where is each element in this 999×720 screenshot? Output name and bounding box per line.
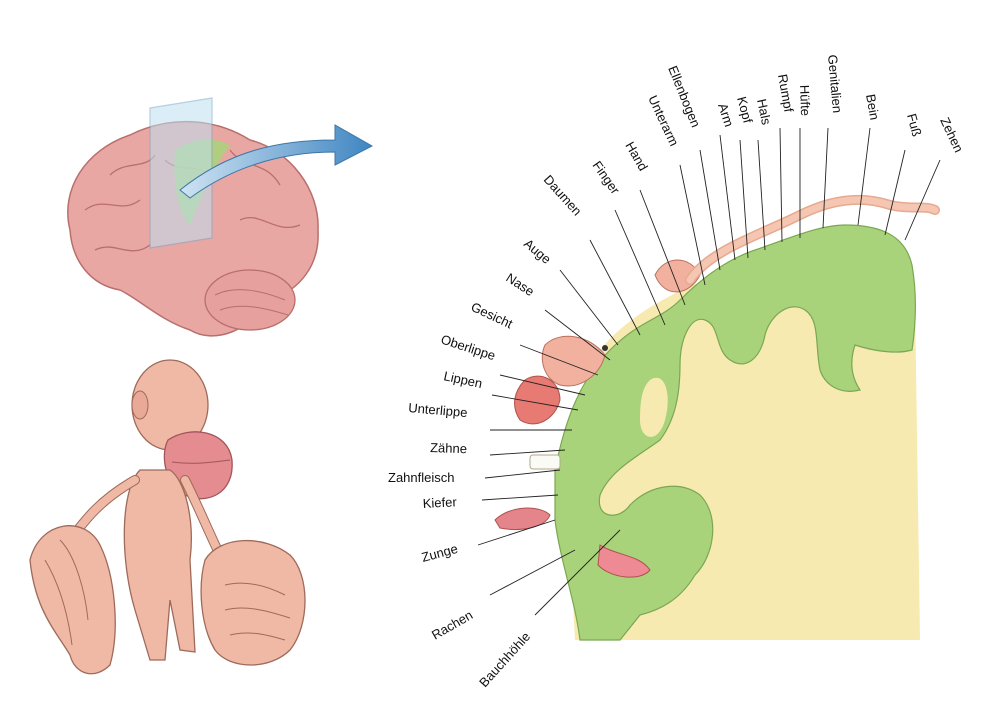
label-zaehne: Zähne bbox=[430, 440, 467, 456]
label-unterlippe: Unterlippe bbox=[408, 400, 468, 420]
curved-arrow-icon bbox=[179, 124, 374, 199]
label-genitalien: Genitalien bbox=[825, 54, 845, 114]
label-hals: Hals bbox=[754, 98, 774, 127]
label-gesicht: Gesicht bbox=[469, 299, 516, 331]
label-daumen: Daumen bbox=[541, 172, 585, 219]
label-kiefer: Kiefer bbox=[422, 494, 457, 511]
label-oberlippe: Oberlippe bbox=[439, 332, 497, 364]
label-hand: Hand bbox=[622, 139, 651, 173]
label-unterarm: Unterarm bbox=[645, 93, 681, 148]
label-bauchhoehle: Bauchhöhle bbox=[476, 629, 533, 690]
homunculus-figure bbox=[29, 359, 306, 675]
label-arm: Arm bbox=[715, 101, 737, 128]
label-bein: Bein bbox=[863, 93, 882, 121]
label-zehen: Zehen bbox=[937, 115, 966, 155]
label-fuss: Fuß bbox=[904, 112, 924, 138]
label-finger: Finger bbox=[590, 158, 624, 197]
label-zahnfleisch: Zahnfleisch bbox=[388, 470, 454, 485]
brain-illustration bbox=[67, 97, 319, 337]
label-nase: Nase bbox=[503, 270, 537, 299]
leader-lines bbox=[477, 127, 941, 616]
label-huefte: Hüfte bbox=[797, 85, 813, 117]
label-lippen: Lippen bbox=[442, 368, 483, 391]
cortex-cross-section bbox=[494, 194, 940, 641]
label-rachen: Rachen bbox=[429, 607, 475, 642]
label-rumpf: Rumpf bbox=[775, 73, 796, 114]
label-kopf: Kopf bbox=[734, 95, 756, 125]
label-auge: Auge bbox=[521, 236, 554, 267]
label-zunge: Zunge bbox=[420, 541, 460, 565]
